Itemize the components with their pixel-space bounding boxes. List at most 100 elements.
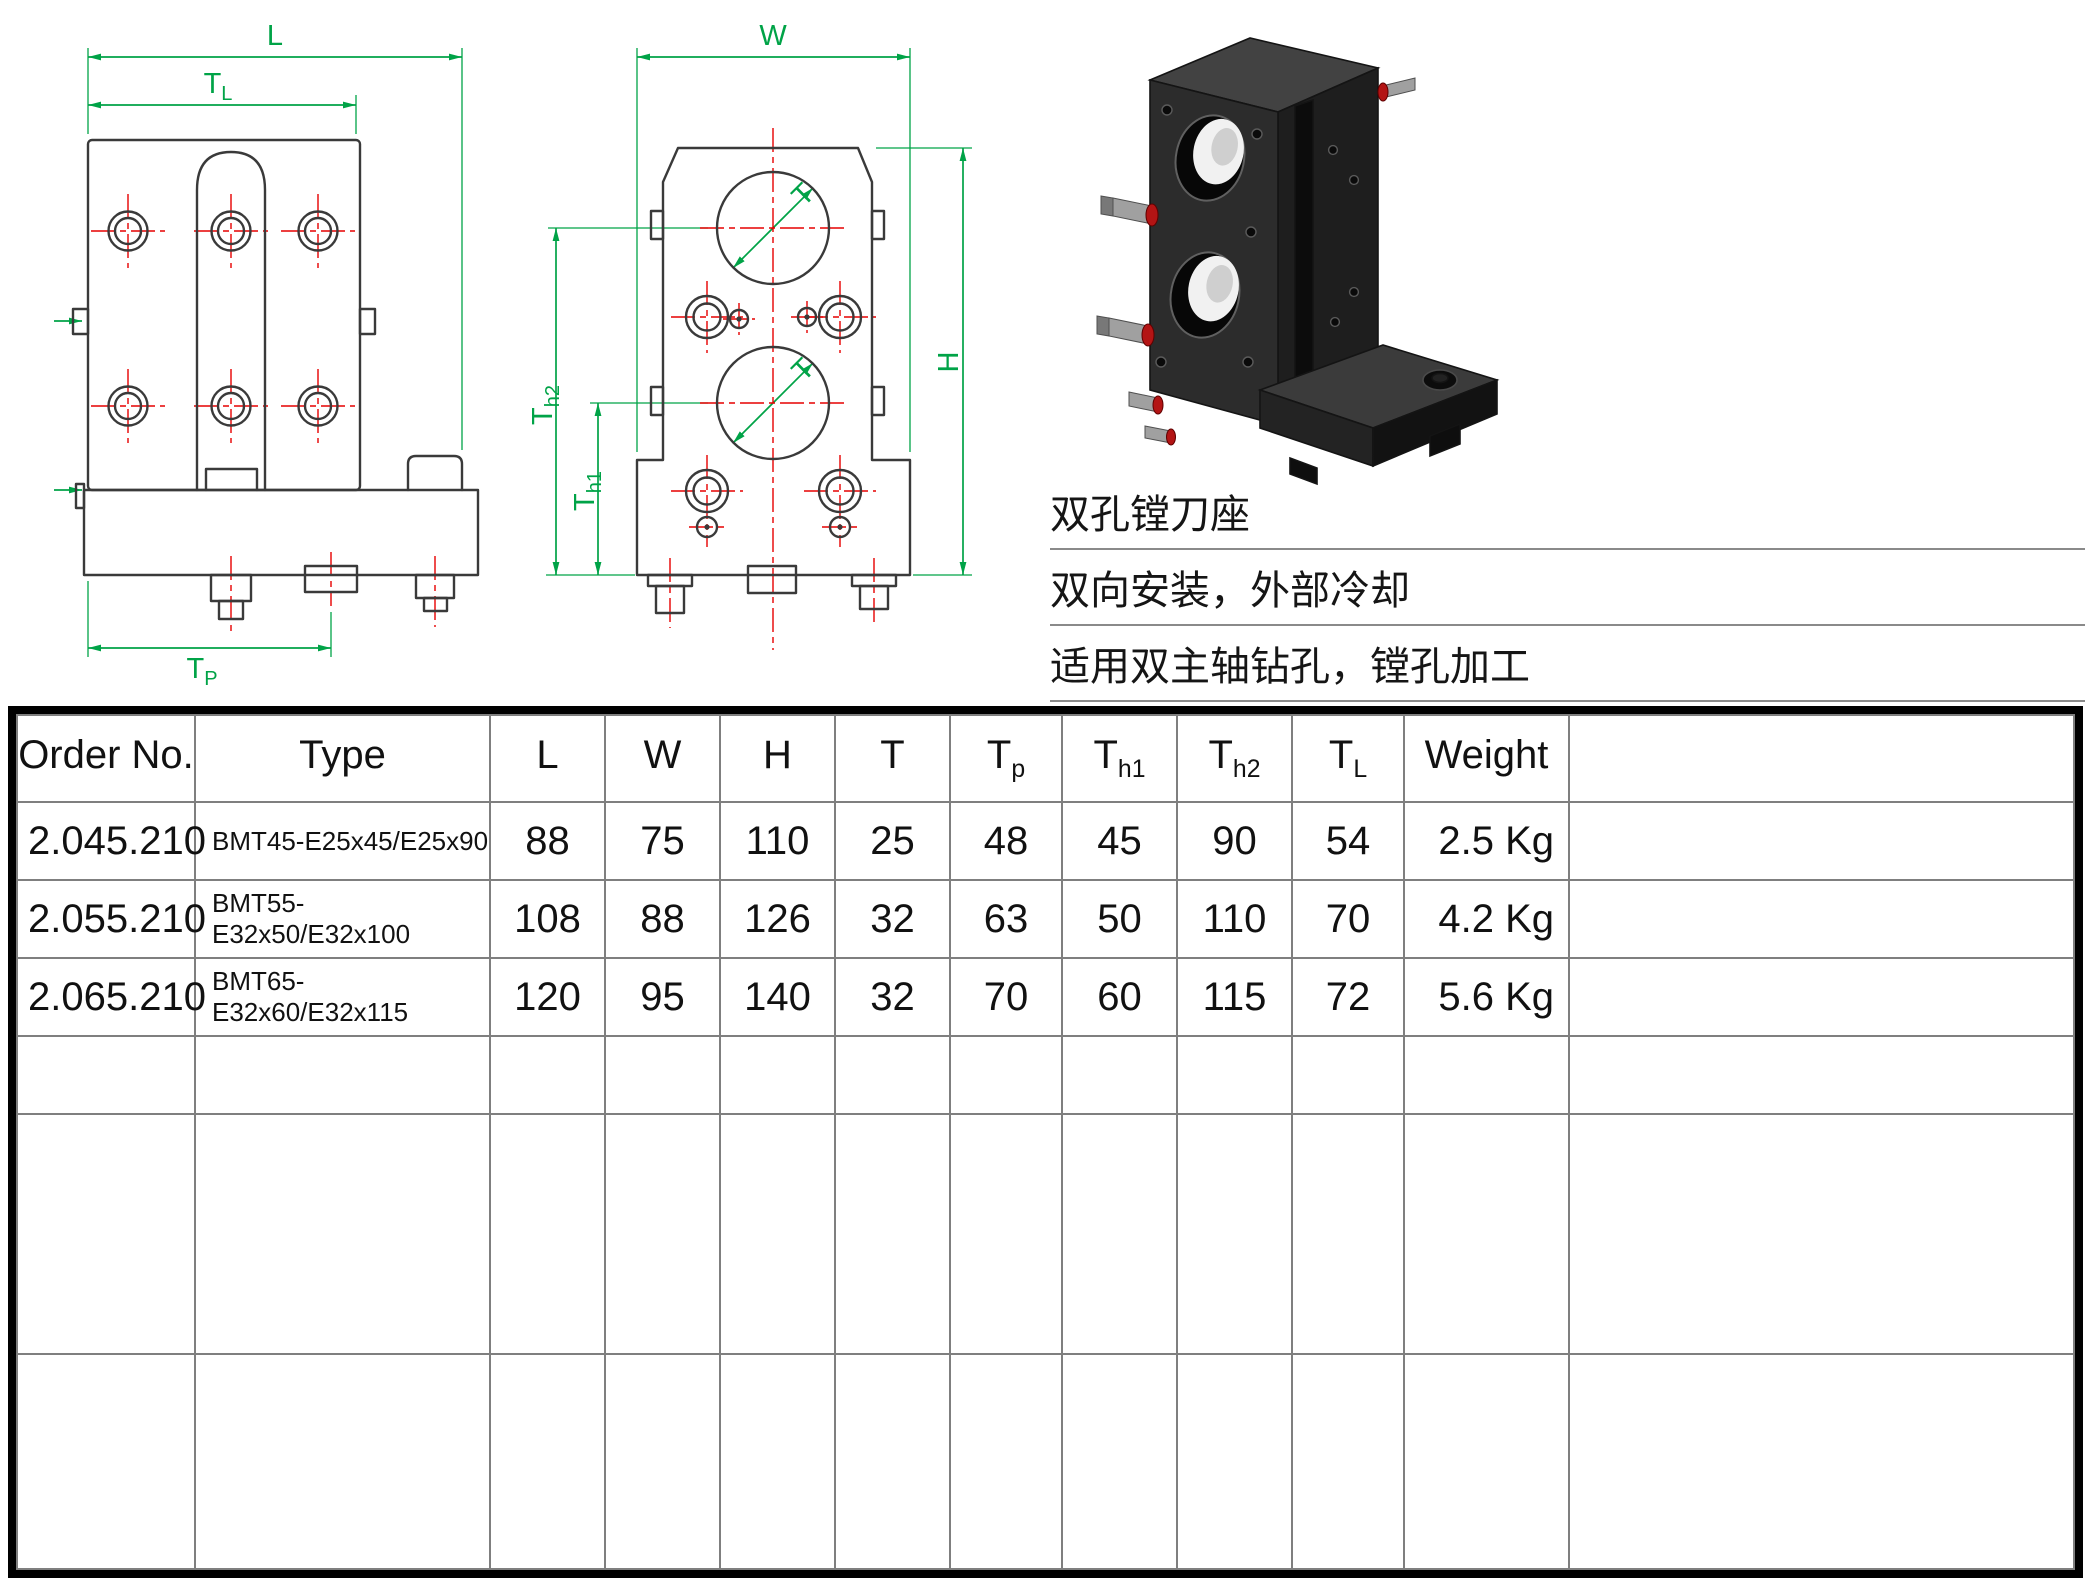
product-title: 双孔镗刀座	[1050, 474, 2085, 550]
cell-Th2	[1176, 1353, 1293, 1570]
col-header-TL: TL	[1291, 714, 1405, 803]
cell-W: 75	[604, 801, 721, 881]
cell-weight	[1403, 1035, 1570, 1115]
technical-drawing: L TL TP	[54, 20, 972, 690]
cell-TL: 54	[1291, 801, 1405, 881]
cell-Tp: 63	[949, 879, 1063, 959]
iso-bore-holes	[1169, 114, 1246, 339]
side-dimension-lines	[546, 48, 972, 576]
cell-weight	[1403, 1353, 1570, 1570]
cell-TL	[1291, 1353, 1405, 1570]
col-header-T: T	[834, 714, 951, 803]
col-header-H: H	[719, 714, 836, 803]
cell-type	[194, 1035, 491, 1115]
cell-Th1	[1061, 1113, 1178, 1355]
cell-L	[489, 1353, 606, 1570]
table-header-row: Order No. Type L W H T Tp Th1 Th2 TL Wei…	[16, 714, 2075, 803]
cell-type: BMT45-E25x45/E25x90	[194, 801, 491, 881]
table-row-empty	[16, 1353, 2075, 1570]
dim-label-T-upper: T	[786, 177, 821, 212]
cell-T	[834, 1035, 951, 1115]
product-feature-1: 双向安装，外部冷却	[1050, 550, 2085, 626]
front-view: L TL TP	[54, 20, 480, 690]
dim-label-Th2: Th2	[527, 385, 564, 425]
dim-label-TL: TL	[204, 68, 233, 105]
cell-L: 88	[489, 801, 606, 881]
iso-pins	[1096, 77, 1416, 446]
product-description: 双孔镗刀座 双向安装，外部冷却 适用双主轴钻孔，镗孔加工	[1050, 474, 2085, 702]
dim-label-Tp: TP	[186, 653, 217, 690]
dim-label-L: L	[267, 20, 283, 52]
cell-type: BMT55-E32x50/E32x100	[194, 879, 491, 959]
spec-table: Order No. Type L W H T Tp Th1 Th2 TL Wei…	[8, 706, 2083, 1578]
cell-type	[194, 1353, 491, 1570]
cell-TL: 72	[1291, 957, 1405, 1037]
cell-Th1	[1061, 1353, 1178, 1570]
product-photo	[1096, 37, 1500, 486]
cell-blank	[1568, 1035, 2075, 1115]
cell-L: 108	[489, 879, 606, 959]
col-header-weight: Weight	[1403, 714, 1570, 803]
cell-Tp: 70	[949, 957, 1063, 1037]
cell-W	[604, 1353, 721, 1570]
cell-order-no: 2.065.210	[16, 957, 206, 1037]
cell-W: 88	[604, 879, 721, 959]
cell-order-no	[16, 1353, 196, 1570]
cell-blank	[1568, 1113, 2075, 1355]
cell-Th1	[1061, 1035, 1178, 1115]
product-feature-2: 适用双主轴钻孔，镗孔加工	[1050, 626, 2085, 702]
cell-T	[834, 1353, 951, 1570]
col-header-blank	[1568, 714, 2075, 803]
dim-label-T-lower: T	[786, 352, 821, 387]
cell-TL	[1291, 1035, 1405, 1115]
cell-T: 32	[834, 879, 951, 959]
cell-W: 95	[604, 957, 721, 1037]
cell-weight: 5.6 Kg	[1403, 957, 1570, 1037]
cell-type: BMT65-E32x60/E32x115	[194, 957, 491, 1037]
front-outline	[71, 138, 480, 621]
side-outline	[635, 146, 912, 615]
iso-screws	[1155, 104, 1360, 368]
cell-blank	[1568, 801, 2075, 881]
cell-Th2: 115	[1176, 957, 1293, 1037]
cell-Th2	[1176, 1035, 1293, 1115]
cell-Tp	[949, 1113, 1063, 1355]
dim-label-W: W	[759, 20, 787, 52]
cell-H: 110	[719, 801, 836, 881]
cell-blank	[1568, 879, 2075, 959]
col-header-order-no: Order No.	[16, 714, 196, 803]
cell-H	[719, 1353, 836, 1570]
cell-order-no: 2.045.210	[16, 801, 206, 881]
dim-label-Th1: Th1	[569, 471, 606, 511]
table-row-empty	[16, 1035, 2075, 1115]
cell-TL	[1291, 1113, 1405, 1355]
cell-weight: 4.2 Kg	[1403, 879, 1570, 959]
col-header-W: W	[604, 714, 721, 803]
cell-Th2: 90	[1176, 801, 1293, 881]
cell-H: 140	[719, 957, 836, 1037]
col-header-Th1: Th1	[1061, 714, 1178, 803]
front-dimension-lines	[54, 48, 463, 657]
cell-H	[719, 1113, 836, 1355]
col-header-Th2: Th2	[1176, 714, 1293, 803]
cell-H: 126	[719, 879, 836, 959]
col-header-type: Type	[194, 714, 491, 803]
cell-order-no	[16, 1113, 196, 1355]
cell-W	[604, 1113, 721, 1355]
cell-L	[489, 1035, 606, 1115]
cell-blank	[1568, 1353, 2075, 1570]
cell-TL: 70	[1291, 879, 1405, 959]
front-centerlines	[91, 194, 436, 634]
cell-T	[834, 1113, 951, 1355]
cell-weight	[1403, 1113, 1570, 1355]
cell-Tp: 48	[949, 801, 1063, 881]
cell-Th2	[1176, 1113, 1293, 1355]
cell-Th2: 110	[1176, 879, 1293, 959]
cell-Th1: 45	[1061, 801, 1178, 881]
col-header-Tp: Tp	[949, 714, 1063, 803]
cell-Th1: 50	[1061, 879, 1178, 959]
iso-base	[1257, 344, 1500, 486]
cell-order-no: 2.055.210	[16, 879, 206, 959]
cell-L	[489, 1113, 606, 1355]
